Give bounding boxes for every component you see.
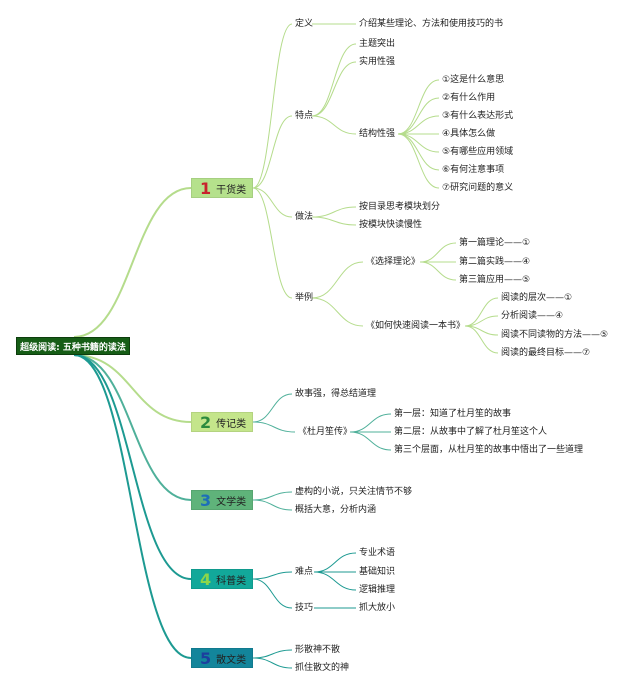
root-node[interactable]: 超级阅读: 五种书籍的读法	[16, 337, 130, 355]
connector	[397, 133, 440, 171]
leaf-node[interactable]: 第二篇实践——④	[459, 257, 531, 267]
category-label: 散文类	[216, 654, 247, 666]
root-to-cat5	[73, 354, 192, 659]
branch-node[interactable]: 结构性强	[359, 129, 396, 139]
leaf-node[interactable]: ⑤有哪些应用领域	[442, 147, 514, 157]
root-to-cat1	[73, 187, 192, 338]
connector	[311, 297, 364, 327]
category-number: 5	[200, 648, 212, 668]
leaf-node[interactable]: 第三个层面，从杜月笙的故事中悟出了一些道理	[394, 445, 584, 455]
leaf-node[interactable]: 故事强，得总结道理	[295, 389, 377, 399]
category-node-3[interactable]: 3 文学类	[191, 490, 253, 510]
connector	[464, 297, 499, 327]
branch-node[interactable]: 《选择理论》	[366, 257, 421, 267]
root-to-cat4	[73, 354, 192, 580]
connector	[252, 115, 293, 189]
connector	[252, 23, 293, 189]
connector	[252, 499, 293, 511]
connector	[252, 187, 293, 218]
leaf-node[interactable]: 抓住散文的神	[295, 663, 350, 673]
leaf-node[interactable]: 介绍某些理论、方法和使用技巧的书	[359, 19, 504, 29]
leaf-node[interactable]: 第一篇理论——①	[459, 238, 531, 248]
connector	[311, 261, 364, 299]
category-number: 4	[200, 569, 212, 589]
connector	[252, 571, 293, 580]
connector	[349, 413, 392, 433]
connector	[419, 261, 457, 281]
leaf-node[interactable]: 阅读不同读物的方法——⑤	[501, 330, 609, 340]
connector	[252, 657, 293, 669]
connector	[313, 571, 357, 591]
leaf-node[interactable]: 专业术语	[359, 548, 396, 558]
connector	[313, 552, 357, 573]
connector	[252, 393, 293, 423]
branch-node[interactable]: 特点	[295, 111, 314, 121]
connector	[419, 242, 457, 263]
root-to-cat2	[73, 354, 192, 423]
leaf-node[interactable]: ①这是什么意思	[442, 75, 505, 85]
branch-node[interactable]: 做法	[295, 212, 314, 222]
leaf-node[interactable]: 逻辑推理	[359, 585, 396, 595]
connector	[252, 421, 296, 433]
connector	[464, 325, 499, 354]
connector	[252, 578, 293, 609]
connector	[464, 315, 499, 327]
leaf-node[interactable]: ⑦研究问题的意义	[442, 183, 514, 193]
category-node-2[interactable]: 2 传记类	[191, 412, 253, 432]
branch-node[interactable]: 举例	[295, 293, 314, 303]
branch-node[interactable]: 难点	[295, 567, 314, 577]
connector	[252, 649, 293, 659]
category-label: 干货类	[216, 184, 247, 196]
leaf-node[interactable]: 基础知识	[359, 567, 396, 577]
leaf-node[interactable]: ③有什么表达形式	[442, 111, 514, 121]
leaf-node[interactable]: 实用性强	[359, 57, 396, 67]
leaf-node[interactable]: 第二层：从故事中了解了杜月笙这个人	[394, 427, 548, 437]
connector	[311, 115, 357, 135]
leaf-node[interactable]: 按模块快读慢性	[359, 220, 423, 230]
category-node-4[interactable]: 4 科普类	[191, 569, 253, 589]
category-number: 2	[200, 412, 212, 432]
connector	[252, 491, 293, 501]
leaf-node[interactable]: 阅读的最终目标——⑦	[501, 348, 591, 358]
leaf-node[interactable]: 第三篇应用——⑤	[459, 275, 531, 285]
branch-node[interactable]: 《如何快速阅读一本书》	[366, 321, 466, 331]
leaf-node[interactable]: 按目录思考模块划分	[359, 202, 441, 212]
leaf-node[interactable]: ④具体怎么做	[442, 129, 496, 139]
leaf-node[interactable]: 分析阅读——④	[501, 311, 564, 321]
leaf-node[interactable]: 阅读的层次——①	[501, 293, 573, 303]
leaf-node[interactable]: 虚构的小说，只关注情节不够	[295, 487, 413, 497]
category-node-1[interactable]: 1 干货类	[191, 178, 253, 198]
leaf-node[interactable]: ⑥有何注意事项	[442, 165, 505, 175]
leaf-node[interactable]: ②有什么作用	[442, 93, 496, 103]
connector	[397, 133, 440, 153]
connector	[397, 133, 440, 189]
category-number: 1	[200, 178, 212, 198]
connector	[311, 61, 357, 117]
branch-node[interactable]: 定义	[295, 19, 314, 29]
category-number: 3	[200, 490, 212, 510]
leaf-node[interactable]: 概括大意，分析内涵	[295, 505, 377, 515]
category-label: 文学类	[216, 496, 247, 508]
connector	[397, 115, 440, 135]
category-node-5[interactable]: 5 散文类	[191, 648, 253, 668]
leaf-node[interactable]: 抓大放小	[359, 603, 396, 613]
leaf-node[interactable]: 主题突出	[359, 39, 396, 49]
category-label: 传记类	[216, 418, 247, 430]
connector	[311, 216, 357, 226]
connector	[397, 97, 440, 135]
branch-node[interactable]: 技巧	[295, 603, 314, 613]
branch-node[interactable]: 《杜月笙传》	[298, 427, 353, 437]
connector	[397, 79, 440, 135]
connector	[349, 431, 392, 451]
leaf-node[interactable]: 形散神不散	[295, 645, 341, 655]
connector	[311, 43, 357, 117]
category-label: 科普类	[216, 575, 247, 587]
root-to-cat3	[73, 354, 192, 501]
leaf-node[interactable]: 第一层：知道了杜月笙的故事	[394, 409, 512, 419]
connector	[311, 206, 357, 218]
connector	[252, 187, 293, 299]
